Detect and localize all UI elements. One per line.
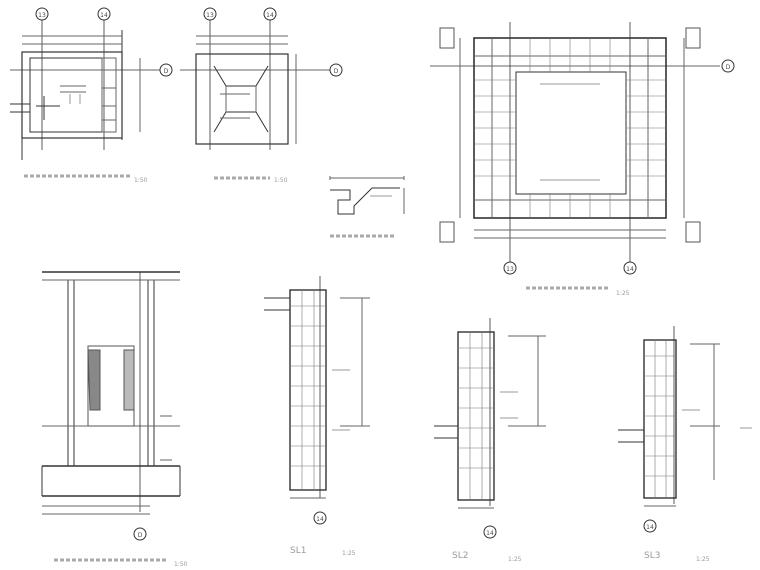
core-wall-plan-scale: 1:25 (616, 290, 630, 297)
door-elevation-view (41, 271, 181, 515)
sl1-title: SL1 1:25 (290, 546, 356, 557)
grid-bubble-d: D (133, 527, 147, 541)
grid-bubble-label: 14 (626, 266, 634, 273)
grid-bubble-d: D (159, 63, 173, 77)
door-elevation-title: 1:50 (54, 558, 188, 568)
shaft-plan-view (10, 20, 160, 160)
sl2-title: SL2 1:25 (452, 551, 522, 563)
grid-bubble-label: 13 (206, 12, 214, 19)
shaft-plan-scale: 1:50 (134, 177, 148, 184)
sl3-section-view (618, 326, 752, 507)
opening-detail-view (180, 20, 330, 150)
grid-bubble-d: D (721, 59, 735, 73)
sl1-section-view (264, 276, 370, 499)
grid-bubble-label: D (164, 68, 169, 75)
grid-bubble-13: 13 (503, 261, 517, 275)
sl1-title-text: SL1 (290, 546, 306, 556)
grid-bubble-label: 13 (38, 12, 46, 19)
sl2-title-text: SL2 (452, 551, 468, 561)
core-wall-plan-title: 1:25 (526, 286, 630, 297)
door-elevation-scale: 1:50 (174, 561, 188, 568)
grid-bubble-label: D (334, 68, 339, 75)
grid-bubble-label: 14 (266, 12, 274, 19)
sl2-section-view (434, 318, 546, 509)
grid-bubble-13: 13 (35, 7, 49, 21)
shaft-plan-title: 1:50 (24, 174, 148, 184)
grid-bubble-label: 14 (646, 524, 654, 531)
grid-bubble-label: D (726, 64, 731, 71)
grid-bubble-14: 14 (97, 7, 111, 21)
grid-bubble-14: 14 (623, 261, 637, 275)
grid-bubble-14: 14 (313, 511, 327, 525)
grid-bubble-14: 14 (483, 525, 497, 539)
sl3-title-text: SL3 (644, 551, 660, 561)
grid-bubble-d: D (329, 63, 343, 77)
grid-bubble-label: D (138, 532, 143, 539)
profile-detail-view (329, 176, 405, 215)
grid-bubble-13: 13 (203, 7, 217, 21)
sl2-scale-text: 1:25 (508, 556, 522, 563)
grid-bubble-label: 14 (100, 12, 108, 19)
grid-bubble-14: 14 (263, 7, 277, 21)
sl3-title: SL3 1:25 (644, 551, 710, 563)
grid-bubble-label: 13 (506, 266, 514, 273)
grid-bubble-label: 14 (486, 530, 494, 537)
opening-detail-title: 1:50 (214, 176, 288, 184)
opening-detail-scale: 1:50 (274, 177, 288, 184)
sl1-scale-text: 1:25 (342, 550, 356, 557)
sl3-scale-text: 1:25 (696, 556, 710, 563)
grid-bubble-label: 14 (316, 516, 324, 523)
grid-bubble-14: 14 (643, 519, 657, 533)
core-wall-plan-view (430, 22, 720, 262)
